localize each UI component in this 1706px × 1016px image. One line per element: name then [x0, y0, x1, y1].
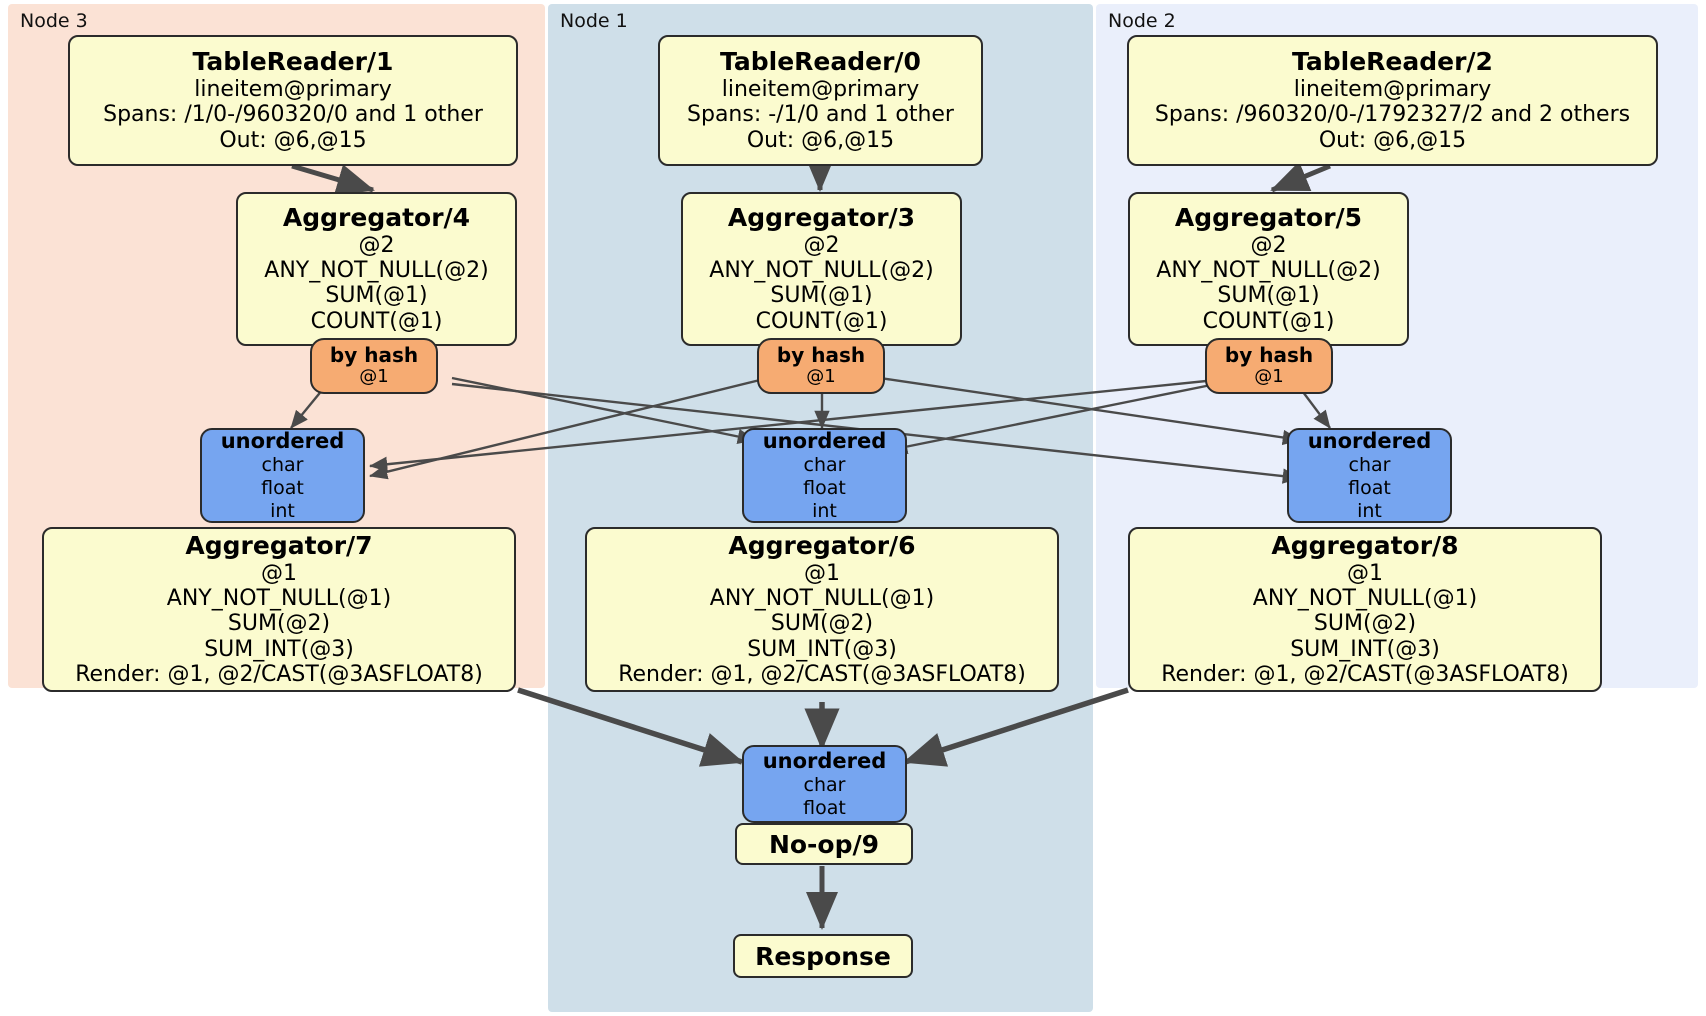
- processor-line: @2: [1250, 232, 1287, 258]
- node-region-label-node1: Node 1: [560, 10, 628, 32]
- output-router-by-hash-left[interactable]: by hash @1: [310, 338, 438, 394]
- processor-aggregator-3[interactable]: Aggregator/3 @2 ANY_NOT_NULL(@2) SUM(@1)…: [681, 192, 962, 346]
- processor-title: TableReader/1: [192, 47, 394, 77]
- processor-line: ANY_NOT_NULL(@2): [1156, 258, 1381, 284]
- processor-line: COUNT(@1): [310, 308, 443, 334]
- processor-line: SUM(@1): [770, 283, 873, 309]
- processor-line: ANY_NOT_NULL(@1): [166, 585, 392, 611]
- processor-line: SUM(@2): [1313, 611, 1417, 637]
- node-region-label-node3: Node 3: [20, 10, 88, 32]
- router-line: char: [1348, 453, 1391, 476]
- processor-title: Aggregator/5: [1174, 203, 1363, 233]
- processor-title: Aggregator/3: [727, 203, 916, 233]
- processor-line: Spans: /1/0-/960320/0 and 1 other: [103, 102, 483, 128]
- processor-line: SUM(@2): [770, 611, 874, 637]
- processor-line: lineitem@primary: [194, 76, 392, 102]
- processor-line: ANY_NOT_NULL(@1): [709, 585, 935, 611]
- processor-title: Aggregator/6: [728, 530, 916, 560]
- processor-line: Render: @1, @2/CAST(@3ASFLOAT8): [75, 661, 483, 687]
- router-line: char: [803, 453, 846, 476]
- processor-line: SUM_INT(@3): [1290, 636, 1440, 662]
- processor-line: SUM_INT(@3): [204, 636, 354, 662]
- processor-line: @1: [1347, 560, 1383, 586]
- processor-response[interactable]: Response: [733, 934, 913, 978]
- router-line: float: [261, 476, 304, 499]
- router-title: unordered: [762, 748, 887, 773]
- node-region-label-node2: Node 2: [1108, 10, 1176, 32]
- processor-title: Aggregator/7: [185, 530, 373, 560]
- router-line: float: [803, 796, 846, 819]
- processor-title: Aggregator/8: [1271, 530, 1459, 560]
- output-router-by-hash-right[interactable]: by hash @1: [1205, 338, 1333, 394]
- processor-line: SUM(@1): [1217, 283, 1320, 309]
- processor-aggregator-7[interactable]: Aggregator/7 @1 ANY_NOT_NULL(@1) SUM(@2)…: [42, 527, 516, 692]
- processor-line: SUM_INT(@3): [747, 636, 897, 662]
- processor-line: Render: @1, @2/CAST(@3ASFLOAT8): [1161, 661, 1569, 687]
- processor-aggregator-6[interactable]: Aggregator/6 @1 ANY_NOT_NULL(@1) SUM(@2)…: [585, 527, 1059, 692]
- router-title: by hash: [329, 343, 419, 368]
- router-line: float: [803, 476, 846, 499]
- router-line: char: [803, 773, 846, 796]
- processor-line: Render: @1, @2/CAST(@3ASFLOAT8): [618, 661, 1026, 687]
- router-title: unordered: [1307, 428, 1432, 453]
- processor-title: Response: [755, 941, 891, 971]
- router-title: unordered: [762, 428, 887, 453]
- processor-title: TableReader/0: [720, 47, 921, 77]
- input-router-unordered-final[interactable]: unordered char float: [742, 745, 907, 823]
- processor-line: @1: [804, 560, 840, 586]
- processor-line: Out: @6,@15: [746, 127, 895, 153]
- output-router-by-hash-mid[interactable]: by hash @1: [757, 338, 885, 394]
- processor-line: Out: @6,@15: [1318, 127, 1467, 153]
- input-router-unordered-left[interactable]: unordered char float int: [200, 428, 365, 523]
- processor-title: No-op/9: [768, 829, 880, 859]
- processor-line: lineitem@primary: [1293, 76, 1492, 102]
- processor-aggregator-4[interactable]: Aggregator/4 @2 ANY_NOT_NULL(@2) SUM(@1)…: [236, 192, 517, 346]
- processor-title: Aggregator/4: [282, 203, 471, 233]
- router-line: int: [270, 499, 295, 522]
- processor-aggregator-8[interactable]: Aggregator/8 @1 ANY_NOT_NULL(@1) SUM(@2)…: [1128, 527, 1602, 692]
- processor-line: ANY_NOT_NULL(@2): [709, 258, 934, 284]
- processor-line: COUNT(@1): [1202, 308, 1335, 334]
- processor-line: @2: [803, 232, 840, 258]
- processor-line: SUM(@1): [325, 283, 428, 309]
- router-title: by hash: [1224, 343, 1314, 368]
- processor-line: COUNT(@1): [755, 308, 888, 334]
- input-router-unordered-right[interactable]: unordered char float int: [1287, 428, 1452, 523]
- processor-line: Spans: /960320/0-/1792327/2 and 2 others: [1154, 102, 1631, 128]
- processor-aggregator-5[interactable]: Aggregator/5 @2 ANY_NOT_NULL(@2) SUM(@1)…: [1128, 192, 1409, 346]
- router-title: by hash: [776, 343, 866, 368]
- processor-tablereader-0[interactable]: TableReader/0 lineitem@primary Spans: -/…: [658, 35, 983, 166]
- router-line: @1: [359, 366, 389, 388]
- processor-line: ANY_NOT_NULL(@1): [1252, 585, 1478, 611]
- router-line: @1: [1254, 366, 1284, 388]
- processor-line: Out: @6,@15: [219, 127, 367, 153]
- processor-tablereader-2[interactable]: TableReader/2 lineitem@primary Spans: /9…: [1127, 35, 1658, 166]
- router-line: @1: [806, 366, 836, 388]
- router-line: char: [261, 453, 304, 476]
- input-router-unordered-mid[interactable]: unordered char float int: [742, 428, 907, 523]
- processor-tablereader-1[interactable]: TableReader/1 lineitem@primary Spans: /1…: [68, 35, 518, 166]
- router-title: unordered: [220, 428, 345, 453]
- router-line: int: [1357, 499, 1382, 522]
- processor-line: @2: [358, 232, 395, 258]
- router-line: int: [812, 499, 837, 522]
- processor-title: TableReader/2: [1292, 47, 1493, 77]
- processor-noop-9[interactable]: No-op/9: [735, 823, 913, 865]
- processor-line: SUM(@2): [227, 611, 331, 637]
- router-line: float: [1348, 476, 1391, 499]
- processor-line: ANY_NOT_NULL(@2): [264, 258, 489, 284]
- processor-line: Spans: -/1/0 and 1 other: [687, 102, 954, 128]
- processor-line: @1: [261, 560, 297, 586]
- processor-line: lineitem@primary: [721, 76, 920, 102]
